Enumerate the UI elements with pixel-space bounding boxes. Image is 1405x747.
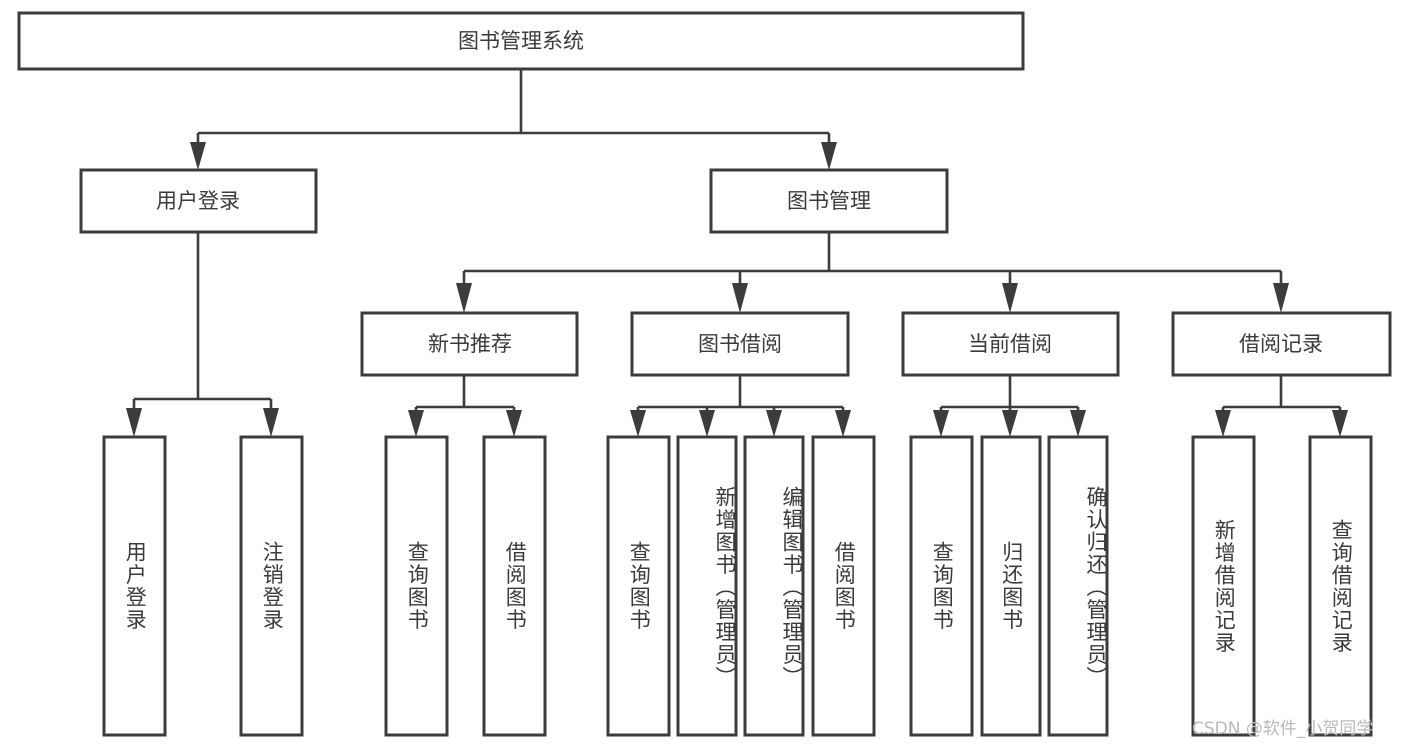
leaf-query-book-3-box[interactable]: [909, 435, 974, 737]
node-book-borrow-label: 图书借阅: [698, 332, 782, 356]
arrow-head-leaf-borrow-book-1: [506, 410, 522, 437]
leaf-borrow-book-2-box[interactable]: [811, 435, 876, 737]
arrow-head-leaf-add-book: [699, 410, 715, 437]
connectors-current-borrow-to-leaves: [933, 375, 1086, 437]
node-current-borrow-label: 当前借阅: [968, 332, 1052, 356]
arrow-head-book-manage: [821, 142, 837, 170]
arrow-head-leaf-edit-book: [766, 410, 782, 437]
node-current-borrow-box[interactable]: [901, 311, 1120, 377]
arrow-head-leaf-confirm-return: [1070, 410, 1086, 437]
leaf-confirm-return-box[interactable]: [1047, 435, 1109, 737]
node-borrow-record-box[interactable]: [1171, 311, 1392, 377]
node-user-login[interactable]: 用户登录: [79, 168, 318, 234]
leaf-boxes-borrow-record: [1191, 435, 1373, 737]
arrow-head-leaf-logout: [263, 408, 279, 437]
arrow-head-leaf-query-book-3: [933, 410, 949, 437]
leaf-return-book-box[interactable]: [980, 435, 1042, 737]
connectors-borrow-record-to-leaves: [1215, 375, 1348, 437]
connectors-root-to-level2: [190, 69, 837, 170]
connectors-user-login-to-leaves: [126, 232, 279, 437]
arrow-head-leaf-borrow-book-2: [835, 410, 851, 437]
leaf-edit-book-box[interactable]: [743, 435, 805, 737]
arrow-head-leaf-query-book-1: [408, 410, 424, 437]
leaf-boxes-new-book-recommend: [384, 435, 547, 737]
node-root-label: 图书管理系统: [458, 29, 584, 53]
leaf-add-book-box[interactable]: [676, 435, 738, 737]
node-borrow-record-label: 借阅记录: [1239, 332, 1323, 356]
leaf-query-book-2-box[interactable]: [606, 435, 671, 737]
leaf-boxes-user-login: [102, 435, 304, 737]
arrow-head-book-borrow: [732, 283, 748, 313]
node-book-borrow-box[interactable]: [630, 311, 850, 377]
node-new-book-recommend-box[interactable]: [360, 311, 579, 377]
connectors-new-book-recommend-to-leaves: [408, 375, 522, 437]
connectors-book-manage-to-level3: [456, 232, 1289, 313]
node-book-manage[interactable]: 图书管理: [709, 168, 949, 234]
node-book-manage-label: 图书管理: [787, 189, 871, 213]
arrow-head-leaf-user-login: [126, 408, 142, 437]
arrow-head-current-borrow: [1002, 283, 1018, 313]
leaf-logout-box[interactable]: [239, 435, 304, 737]
node-book-manage-box[interactable]: [709, 168, 949, 234]
node-borrow-record[interactable]: 借阅记录: [1171, 311, 1392, 377]
leaf-query-book-1-box[interactable]: [384, 435, 449, 737]
arrow-head-leaf-query-record: [1332, 410, 1348, 437]
leaf-boxes-book-borrow: [606, 435, 876, 737]
arrow-head-leaf-query-book-2: [630, 410, 646, 437]
leaf-query-record-box[interactable]: [1308, 435, 1373, 737]
arrow-head-new-book-recommend: [456, 283, 472, 313]
node-current-borrow[interactable]: 当前借阅: [901, 311, 1120, 377]
node-root[interactable]: 图书管理系统: [17, 11, 1025, 71]
arrow-head-leaf-return-book: [1002, 410, 1018, 437]
node-new-book-recommend[interactable]: 新书推荐: [360, 311, 579, 377]
leaf-add-record-box[interactable]: [1191, 435, 1256, 737]
leaf-borrow-book-1-box[interactable]: [482, 435, 547, 737]
node-book-borrow[interactable]: 图书借阅: [630, 311, 850, 377]
leaf-user-login-box[interactable]: [102, 435, 167, 737]
arrow-head-user-login: [190, 142, 206, 170]
arrow-head-leaf-add-record: [1215, 410, 1231, 437]
node-user-login-label: 用户登录: [156, 189, 240, 213]
node-user-login-box[interactable]: [79, 168, 318, 234]
leaf-boxes-current-borrow: [909, 435, 1109, 737]
arrow-head-borrow-record: [1273, 283, 1289, 313]
node-new-book-recommend-label: 新书推荐: [428, 332, 512, 356]
connectors-book-borrow-to-leaves: [630, 375, 851, 437]
node-root-box[interactable]: [17, 11, 1025, 71]
